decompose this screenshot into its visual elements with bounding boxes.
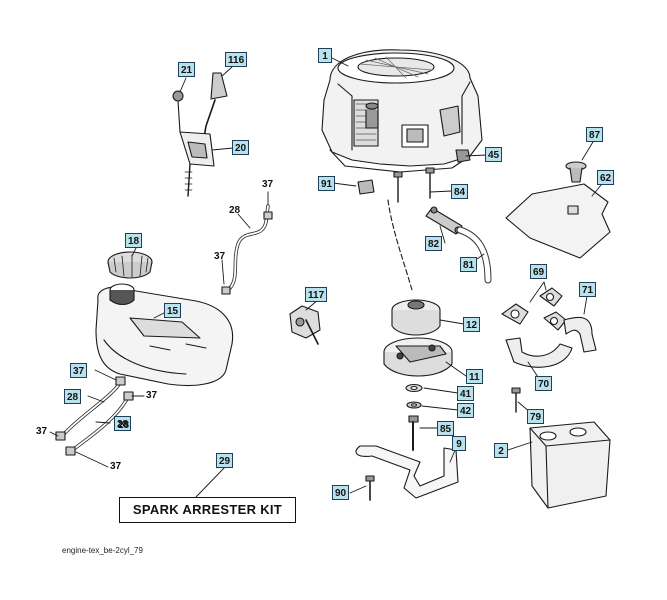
exhaust-pipes-drawing: [501, 287, 597, 413]
callout-79: 79: [527, 409, 545, 424]
label-37-clamp-bottom: 37: [110, 461, 122, 472]
callout-11: 11: [466, 369, 483, 384]
drawing-file-name: engine-tex_be-2cyl_79: [62, 546, 143, 555]
callout-18: 18: [125, 233, 143, 248]
callout-116: 116: [225, 52, 248, 67]
pto-clutch-drawing: [383, 299, 453, 377]
fuel-valve-drawing: [289, 305, 321, 345]
engine-drawing: [321, 49, 483, 173]
callout-45: 45: [485, 147, 503, 162]
fuel-cap-drawing: [107, 251, 153, 279]
label-37-hose-top: 37: [262, 179, 274, 190]
washers-and-bolt: [405, 383, 423, 451]
callout-1: 1: [318, 48, 332, 63]
leader-lines: [49, 55, 607, 498]
callout-2: 2: [494, 443, 508, 458]
spark-arrester-kit-label: SPARK ARRESTER KIT: [119, 497, 296, 523]
callout-70: 70: [535, 376, 553, 391]
callout-41: 41: [457, 386, 475, 401]
label-28-hose-top: 28: [229, 205, 241, 216]
callout-37: 37: [70, 363, 88, 378]
muffler-bracket-drawing: [355, 445, 459, 501]
fuel-tank-drawing: [95, 283, 234, 387]
callout-81: 81: [460, 257, 478, 272]
fuel-line-upper: [221, 204, 273, 295]
callout-28: 28: [64, 389, 82, 404]
callout-87: 87: [586, 127, 604, 142]
callout-71: 71: [579, 282, 597, 297]
callout-91: 91: [318, 176, 336, 191]
fuel-line-lower: [55, 376, 134, 456]
callout-90: 90: [332, 485, 350, 500]
label-28-hose-lower: 28: [118, 420, 130, 431]
callout-62: 62: [597, 170, 615, 185]
heat-shield-drawing: [505, 161, 611, 259]
callout-42: 42: [457, 403, 475, 418]
callout-9: 9: [452, 436, 466, 451]
callout-21: 21: [178, 62, 196, 77]
throttle-control-drawing: [172, 72, 228, 197]
callout-69: 69: [530, 264, 548, 279]
callout-15: 15: [164, 303, 182, 318]
callout-29: 29: [216, 453, 234, 468]
callout-82: 82: [425, 236, 443, 251]
label-37-clamp-right: 37: [146, 390, 158, 401]
callout-28-right: 28: [114, 416, 132, 431]
fuel-filter-and-hose: [357, 149, 492, 291]
label-37-hose-mid: 37: [214, 251, 226, 262]
callout-20: 20: [232, 140, 250, 155]
callout-85: 85: [437, 421, 455, 436]
callout-84: 84: [451, 184, 469, 199]
label-37-clamp-left: 37: [36, 426, 48, 437]
callout-117: 117: [305, 287, 328, 302]
muffler-drawing: [529, 421, 611, 509]
callout-12: 12: [463, 317, 481, 332]
